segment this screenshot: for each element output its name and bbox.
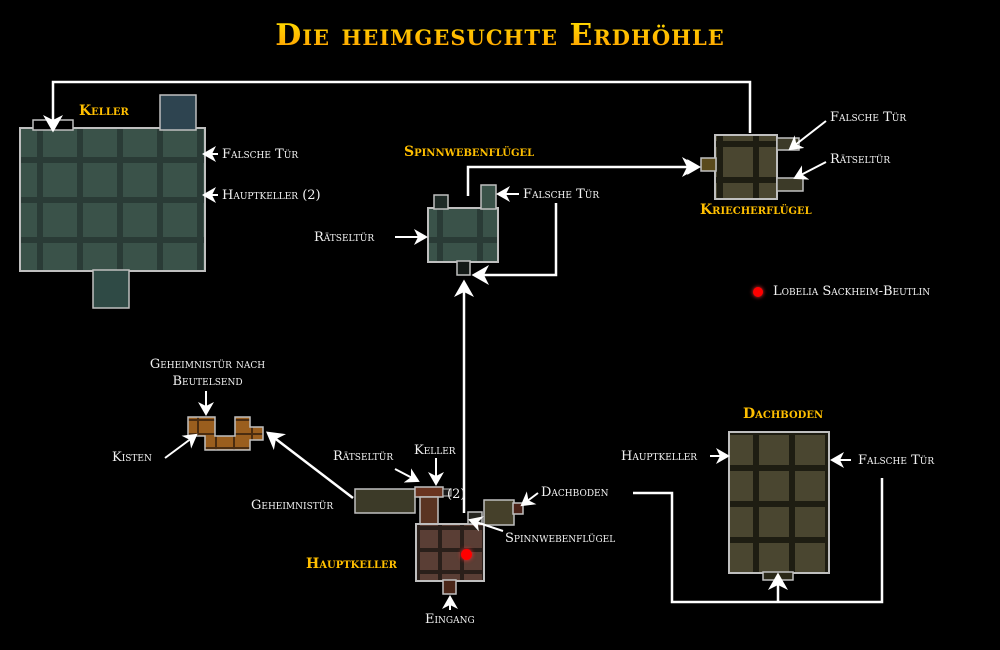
room-kriecherfluegel xyxy=(700,134,804,200)
label-geheimnistuer-line2: Beutelsend xyxy=(172,374,243,389)
label-haupt-keller-count: (2) xyxy=(447,487,466,502)
label-haupt-dachboden: Dachboden xyxy=(541,485,609,500)
label-eingang: Eingang xyxy=(425,612,475,627)
map-title: Die heimgesuchte Erdhöhle xyxy=(270,18,730,53)
path-spinn-falsche-tuer xyxy=(471,203,558,285)
label-geheimnistuer-line1: Geheimnistür nach xyxy=(149,357,266,372)
area-label-kriecherfluegel: Kriecherflügel xyxy=(700,202,812,218)
room-kisten xyxy=(187,416,264,451)
room-keller xyxy=(19,94,206,309)
legend-npc-name: Lobelia Sackheim-Beutlin xyxy=(773,284,931,299)
label-haupt-raetseltuer: Rätseltür xyxy=(333,449,394,464)
area-label-spinnwebenfluegel: Spinnwebenflügel xyxy=(404,144,535,160)
label-kisten: Kisten xyxy=(112,450,152,465)
label-keller-falsche-tuer: Falsche Tür xyxy=(222,147,299,162)
label-haupt-geheimnistuer: Geheimnistür xyxy=(251,498,334,513)
label-haupt-keller: Keller xyxy=(414,443,456,458)
path-dachboden-loop xyxy=(633,478,884,604)
path-spinn-to-kriecher xyxy=(466,157,700,196)
label-spinn-raetseltuer: Rätseltür xyxy=(314,230,375,245)
npc-marker-lobelia[interactable] xyxy=(461,549,472,560)
label-dach-falsche-tuer: Falsche Tür xyxy=(858,453,935,468)
label-keller-hauptkeller: Hauptkeller (2) xyxy=(222,188,321,203)
label-haupt-spinnwebenfluegel: Spinnwebenflügel xyxy=(505,531,616,546)
label-kriech-raetseltuer: Rätseltür xyxy=(830,152,891,167)
area-label-keller: Keller xyxy=(79,103,129,119)
area-label-dachboden: Dachboden xyxy=(743,406,824,422)
label-spinn-falsche-tuer: Falsche Tür xyxy=(523,187,600,202)
path-kriecher-to-keller xyxy=(43,80,752,133)
label-dach-hauptkeller: Hauptkeller xyxy=(621,449,698,464)
legend-red-dot-icon xyxy=(753,287,763,297)
room-dachboden xyxy=(728,431,830,581)
room-spinnwebenfluegel xyxy=(427,184,499,276)
area-label-hauptkeller: Hauptkeller xyxy=(306,556,397,572)
connector-lines xyxy=(43,80,884,604)
label-arrows xyxy=(164,120,851,610)
room-hauptkeller xyxy=(354,486,524,595)
label-kriech-falsche-tuer: Falsche Tür xyxy=(830,110,907,125)
label-geheimnistuer-beutelsend: Geheimnistür nach Beutelsend xyxy=(130,358,285,388)
path-geheim-to-kisten xyxy=(266,431,354,499)
